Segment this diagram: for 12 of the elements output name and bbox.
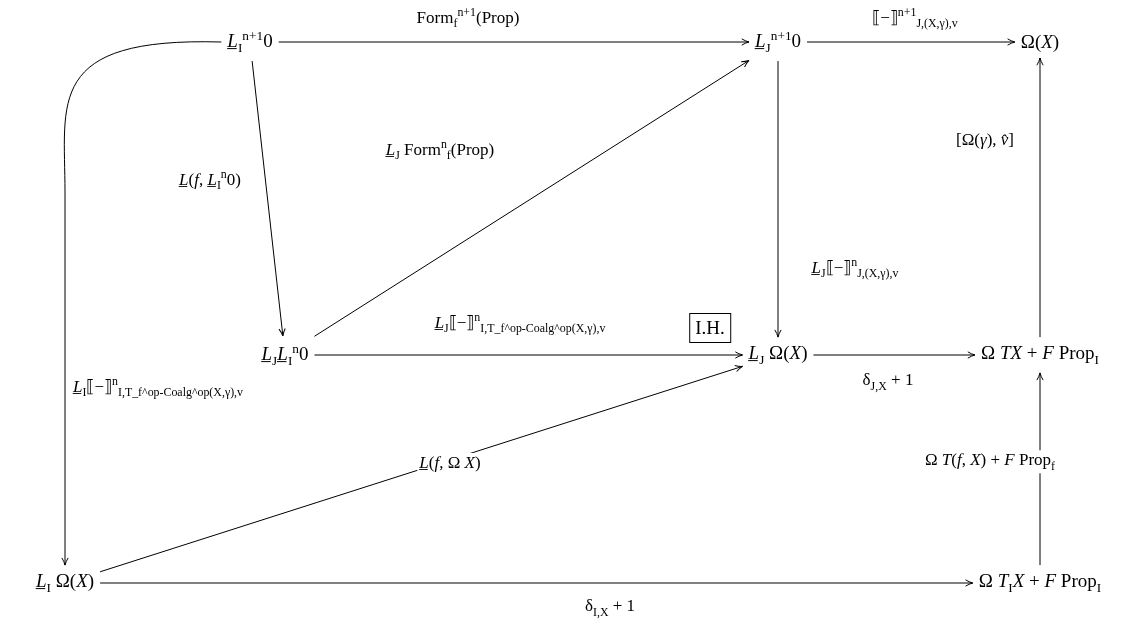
- diagram-object: Ω(X): [1017, 29, 1063, 55]
- edge-label: L̲(f, Ω X): [417, 453, 483, 473]
- diagram-object: Ω TX + F Prop$_{I}$: [978, 340, 1102, 370]
- diagram-object: Ω T$_{I}$X + F Prop$_{I}$: [975, 568, 1105, 598]
- diagram-object: L̲$_{J}$ Ω(X): [745, 340, 811, 370]
- diagram-object: L̲$_{I}$$^{n+1}$0: [224, 25, 276, 59]
- edge-label: Ω T(f, X) + F Prop$_{f}$: [922, 450, 1058, 474]
- diagram-object: L̲$_{J}$$^{n+1}$0: [751, 25, 805, 59]
- diagram-object: L̲$_{J}$L̲$_{I}$$^{n}$0: [258, 338, 312, 372]
- annotation-box: I.H.: [689, 313, 731, 343]
- edge-label: δ$_{J,X}$ + 1: [860, 370, 916, 394]
- diagram-object: L̲$_{I}$ Ω(X): [32, 568, 98, 598]
